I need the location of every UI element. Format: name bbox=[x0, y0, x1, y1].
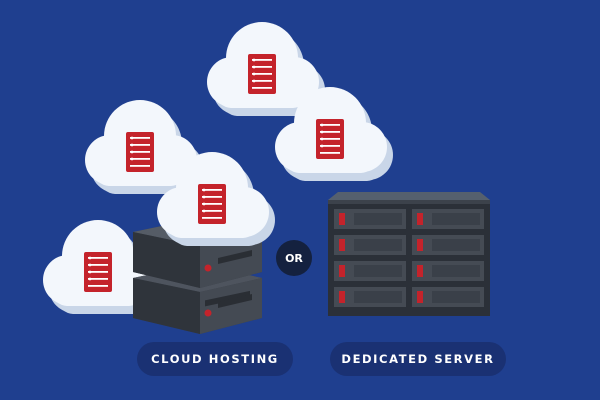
server-rack-icon bbox=[328, 192, 490, 316]
drive-indicator bbox=[417, 213, 423, 225]
cloud-hosting-label: CLOUD HOSTING bbox=[137, 342, 293, 376]
drive-indicator bbox=[417, 291, 423, 303]
dedicated-server-label: DEDICATED SERVER bbox=[330, 342, 506, 376]
or-badge: OR bbox=[276, 240, 312, 276]
drive-indicator bbox=[417, 265, 423, 277]
drive-indicator bbox=[339, 239, 345, 251]
drive-indicator bbox=[417, 239, 423, 251]
drive-indicator bbox=[339, 291, 345, 303]
drive-indicator bbox=[339, 265, 345, 277]
drive-indicator bbox=[339, 213, 345, 225]
